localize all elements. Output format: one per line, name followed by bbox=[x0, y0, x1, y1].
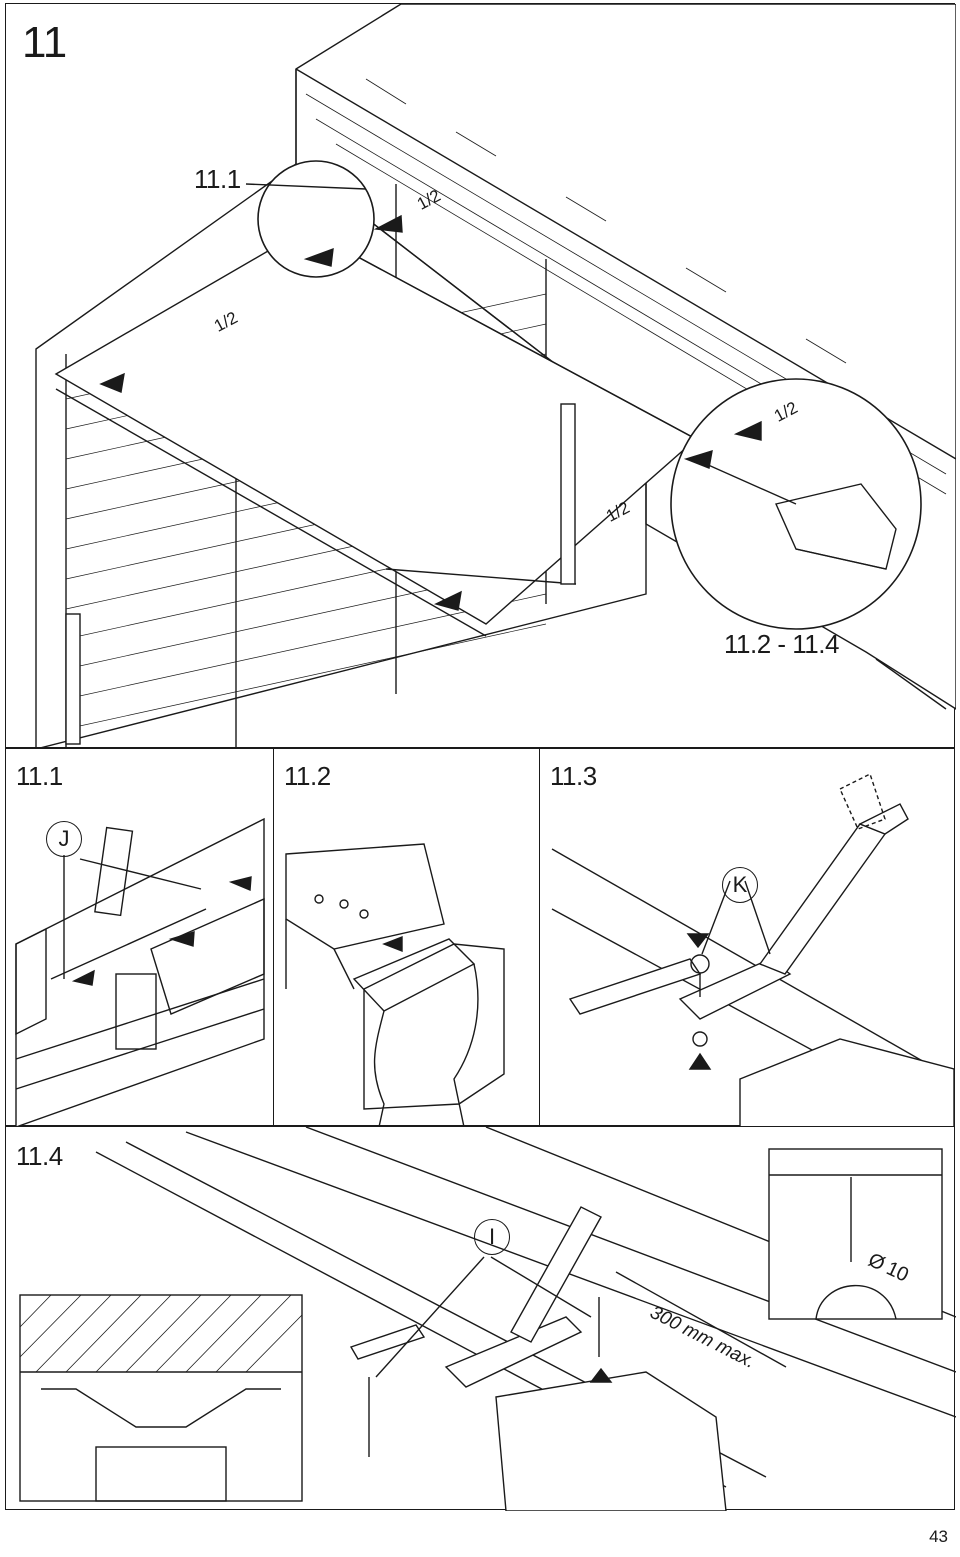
garage-door-overview-illustration bbox=[35, 4, 956, 749]
panel-11-2: 11.2 bbox=[274, 749, 540, 1127]
detail-label-11-2-11-4: 11.2 - 11.4 bbox=[724, 629, 839, 659]
detail-row-1: 11.1 J 11.2 bbox=[5, 748, 955, 1127]
callout-j: J bbox=[46, 821, 82, 857]
ceiling-fixing-illustration bbox=[19, 1127, 956, 1511]
overview-panel: 11 bbox=[5, 3, 956, 749]
bracket-mount-illustration bbox=[15, 817, 265, 1127]
page-number: 43 bbox=[929, 1527, 948, 1546]
step-number: 11 bbox=[22, 18, 67, 67]
suspension-bracket-illustration bbox=[551, 773, 954, 1127]
callout-k: K bbox=[722, 867, 758, 903]
panel-11-3: 11.3 K bbox=[540, 749, 954, 1127]
detail-label-11-1: 11.1 bbox=[194, 164, 241, 194]
motor-carriage-illustration bbox=[285, 843, 505, 1127]
panel-11-4: 11.4 I bbox=[5, 1126, 956, 1511]
panel-11-1: 11.1 J bbox=[6, 749, 274, 1127]
panel-label: 11.3 bbox=[550, 761, 597, 791]
panel-label: 11.4 bbox=[16, 1141, 63, 1171]
panel-label: 11.2 bbox=[284, 761, 331, 791]
panel-label: 11.1 bbox=[16, 761, 63, 791]
